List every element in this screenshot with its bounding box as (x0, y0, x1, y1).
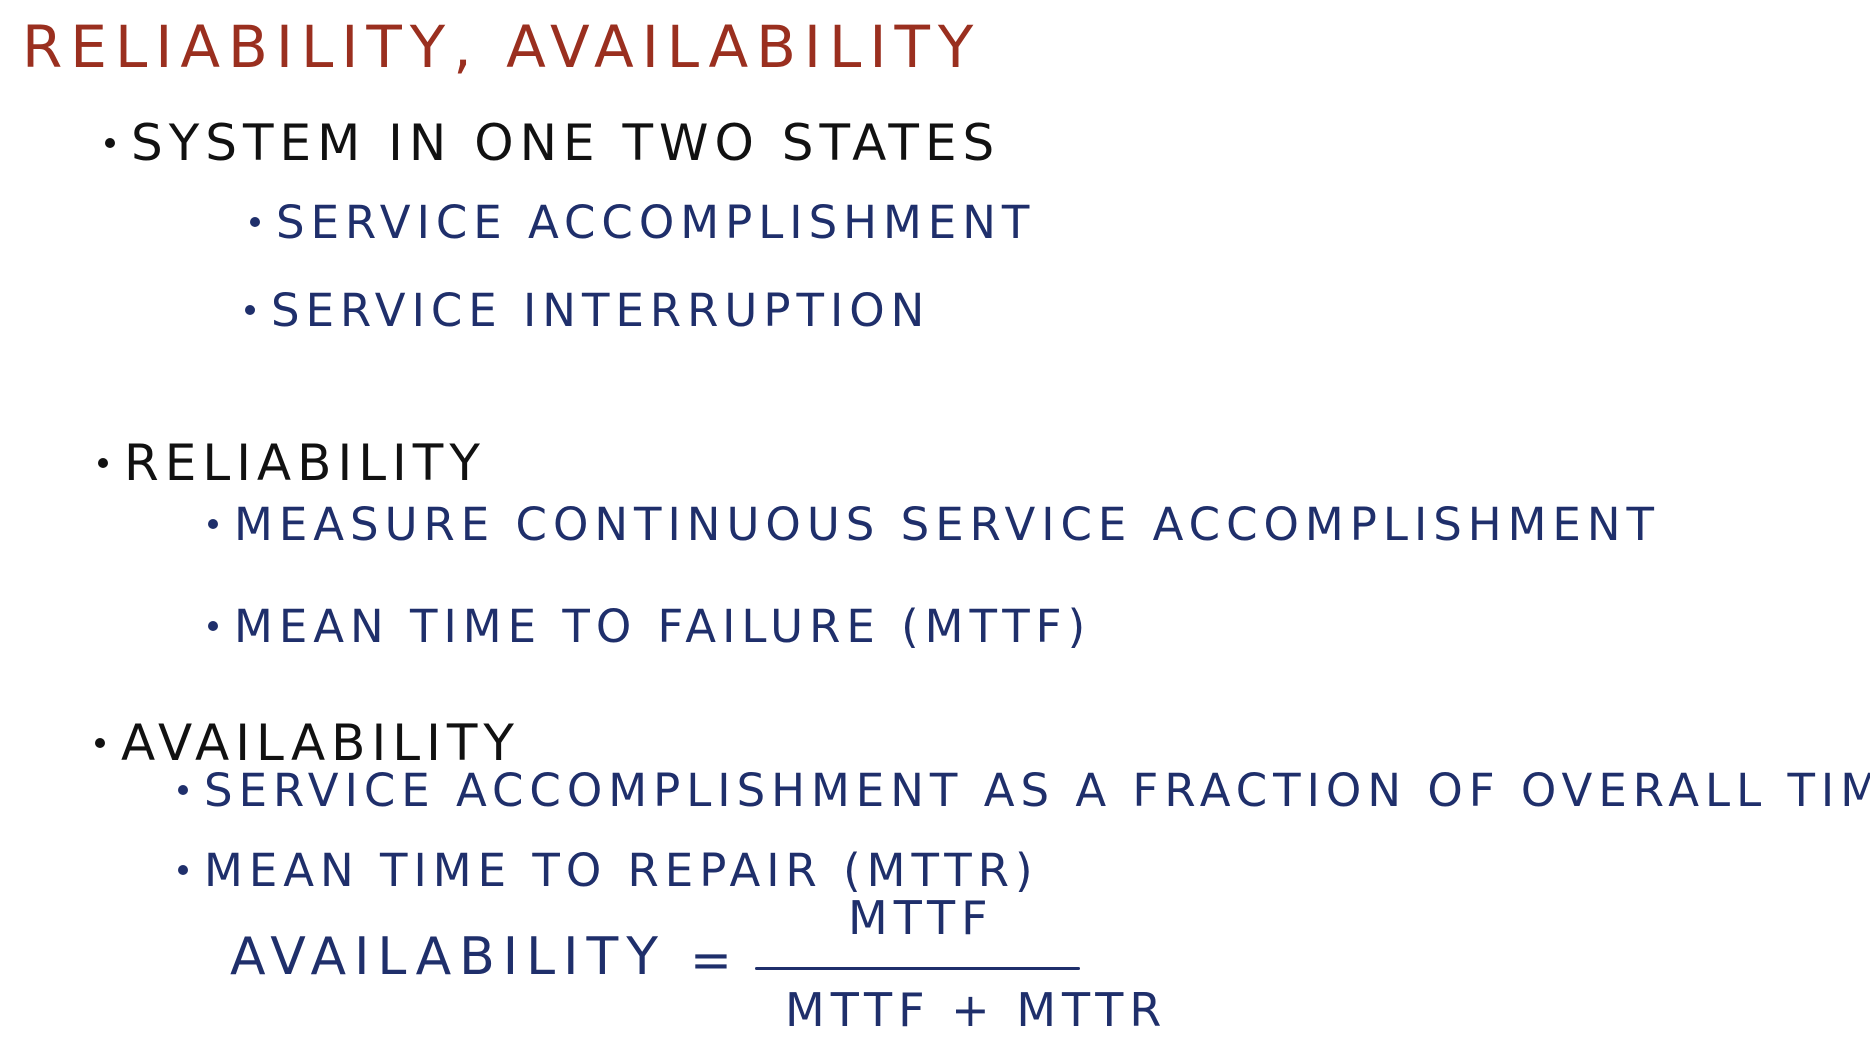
formula-numerator: MTTF (848, 891, 994, 945)
subbullet-mttr: MEAN TIME TO REPAIR (MTTR) (178, 848, 1039, 893)
bullet-text: AVAILABILITY (121, 714, 520, 772)
bullet-text: SERVICE ACCOMPLISHMENT AS A FRACTION OF … (204, 764, 1870, 817)
bullet-dot-icon (208, 519, 218, 529)
slide-title: RELIABILITY, AVAILABILITY (22, 13, 982, 81)
bullet-text: SERVICE ACCOMPLISHMENT (276, 196, 1036, 249)
bullet-text: MEAN TIME TO FAILURE (MTTF) (234, 600, 1092, 653)
subbullet-service-accomplishment: SERVICE ACCOMPLISHMENT (250, 200, 1035, 245)
subbullet-fraction-overall-time: SERVICE ACCOMPLISHMENT AS A FRACTION OF … (178, 768, 1870, 813)
bullet-dot-icon (105, 137, 115, 148)
bullet-dot-icon (208, 621, 218, 631)
subbullet-measure-continuous: MEASURE CONTINUOUS SERVICE ACCOMPLISHMEN… (208, 502, 1660, 547)
formula-label: AVAILABILITY (230, 927, 666, 987)
bullet-reliability: RELIABILITY (98, 438, 486, 488)
bullet-dot-icon (178, 785, 188, 795)
bullet-system-states: SYSTEM IN ONE TWO STATES (105, 118, 1000, 168)
bullet-text: SERVICE INTERRUPTION (271, 284, 931, 337)
bullet-dot-icon (250, 217, 260, 227)
subbullet-service-interruption: SERVICE INTERRUPTION (245, 288, 930, 333)
fraction-bar (755, 967, 1080, 970)
bullet-dot-icon (245, 305, 255, 315)
formula-denominator: MTTF + MTTR (785, 983, 1168, 1037)
bullet-dot-icon (95, 737, 105, 748)
bullet-text: MEASURE CONTINUOUS SERVICE ACCOMPLISHMEN… (234, 498, 1661, 551)
availability-formula: AVAILABILITY = MTTF MTTF + MTTR (230, 891, 1161, 1045)
formula-equals: = (690, 931, 732, 989)
bullet-text: RELIABILITY (124, 434, 486, 492)
subbullet-mttf: MEAN TIME TO FAILURE (MTTF) (208, 604, 1091, 649)
bullet-dot-icon (178, 865, 188, 875)
bullet-dot-icon (98, 457, 108, 468)
bullet-text: SYSTEM IN ONE TWO STATES (131, 114, 1001, 172)
bullet-availability: AVAILABILITY (95, 718, 520, 768)
bullet-text: MEAN TIME TO REPAIR (MTTR) (204, 844, 1039, 897)
